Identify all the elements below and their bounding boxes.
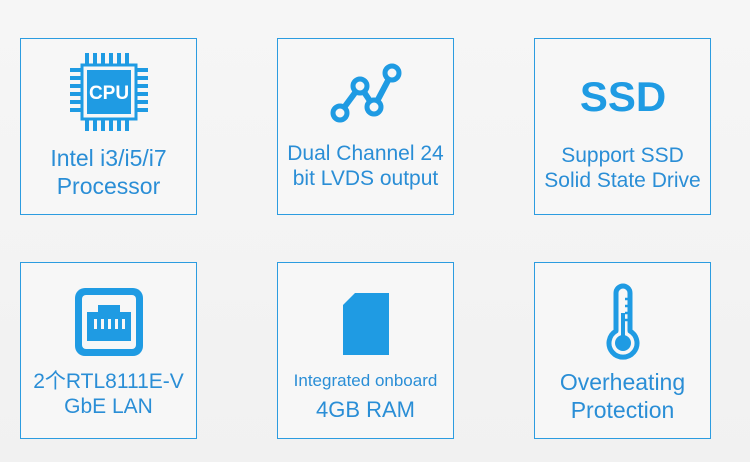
feature-line-2: Solid State Drive	[544, 169, 701, 193]
feature-card-lvds: Dual Channel 24 bit LVDS output	[277, 38, 454, 215]
feature-line-2: Processor	[56, 172, 161, 199]
feature-card-ram: Integrated onboard 4GB RAM	[277, 262, 454, 439]
feature-line-2: 4GB RAM	[315, 397, 416, 423]
feature-label-cpu: Intel i3/i5/i7 Processor	[21, 145, 196, 200]
feature-card-cpu: CPU Intel i3/i5/i7 Processor	[20, 38, 197, 215]
feature-label-ssd: Support SSD Solid State Drive	[535, 143, 710, 193]
cpu-chip-label: CPU	[88, 83, 128, 104]
ethernet-port-icon	[21, 285, 196, 359]
feature-card-ssd: SSD Support SSD Solid State Drive	[534, 38, 711, 215]
thermometer-icon	[535, 283, 710, 363]
ssd-icon-text: SSD	[579, 73, 665, 119]
feature-label-ram: Integrated onboard 4GB RAM	[278, 371, 453, 424]
feature-label-lvds: Dual Channel 24 bit LVDS output	[278, 141, 453, 191]
feature-line-1: Overheating	[559, 369, 686, 395]
feature-line-2: Protection	[570, 396, 675, 423]
feature-line-1: 2个RTL8111E-V	[33, 370, 184, 393]
memory-card-icon	[278, 291, 453, 357]
feature-line-1: Intel i3/i5/i7	[50, 145, 167, 171]
feature-label-overheat: Overheating Protection	[535, 369, 710, 424]
feature-label-lan: 2个RTL8111E-V GbE LAN	[21, 369, 196, 419]
feature-card-overheat: Overheating Protection	[534, 262, 711, 439]
feature-line-1: Dual Channel 24	[287, 142, 444, 165]
cpu-chip-icon: CPU	[21, 51, 196, 133]
feature-line-2: bit LVDS output	[292, 167, 439, 191]
feature-line-2: GbE LAN	[64, 395, 153, 419]
feature-card-lan: 2个RTL8111E-V GbE LAN	[20, 262, 197, 439]
feature-line-1: Integrated onboard	[293, 371, 438, 390]
ssd-icon: SSD	[535, 69, 710, 119]
lvds-signal-icon	[278, 59, 453, 129]
feature-line-1: Support SSD	[561, 144, 684, 167]
